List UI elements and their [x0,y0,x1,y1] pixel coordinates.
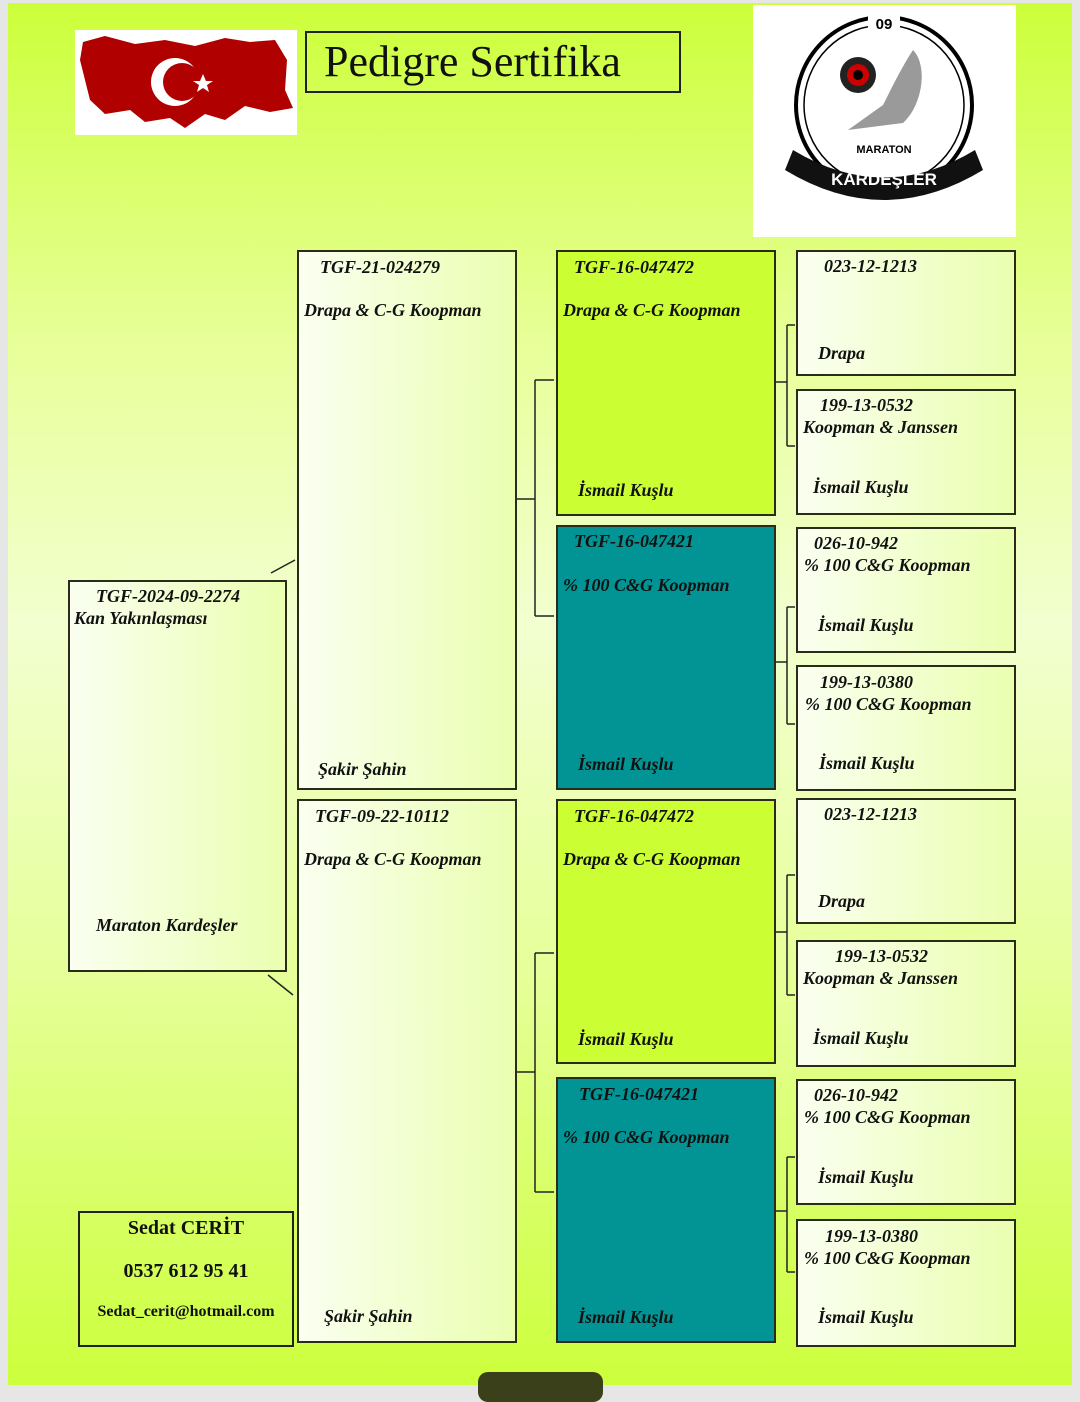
pigeon-name: % 100 C&G Koopman [804,1107,971,1127]
pigeon-name: Drapa [818,343,866,363]
owner: İsmail Kuşlu [578,1029,674,1049]
ring-number: TGF-21-024279 [320,257,440,277]
dam-box: TGF-09-22-10112 Drapa & C-G Koopman Şaki… [297,799,517,1343]
turkey-flag-map-image [75,30,297,135]
pigeon-name: % 100 C&G Koopman [563,1127,730,1147]
breeder-name: Sedat CERİT [127,1217,245,1239]
pigeon-name: Drapa & C-G Koopman [563,849,741,869]
owner: İsmail Kuşlu [578,1307,674,1327]
ring-number: 026-10-942 [814,533,898,553]
ring-number: TGF-16-047472 [574,257,694,277]
owner: İsmail Kuşlu [818,615,914,635]
owner: İsmail Kuşlu [818,1167,914,1187]
ring-number: 023-12-1213 [824,256,917,276]
page-title: Pedigre Sertifika [305,31,681,93]
home-indicator-bar[interactable] [478,1372,603,1402]
pigeon-name: Koopman & Janssen [803,968,959,988]
pigeon-name: % 100 C&G Koopman [563,575,730,595]
great-grandparent-box: 023-12-1213 Drapa [796,798,1016,924]
ring-number: TGF-09-22-10112 [315,806,449,826]
owner: İsmail Kuşlu [818,1307,914,1327]
subject-pigeon-box: TGF-2024-09-2274 Kan Yakınlaşması Marato… [68,580,287,972]
owner: Şakir Şahin [318,759,407,779]
ring-number: TGF-2024-09-2274 [96,586,240,606]
ring-number: TGF-16-047421 [574,531,694,551]
grandparent-box: TGF-16-047421 % 100 C&G Koopman İsmail K… [556,1077,776,1343]
grandparent-box: TGF-16-047472 Drapa & C-G Koopman İsmail… [556,799,776,1064]
ring-number: 026-10-942 [814,1085,898,1105]
great-grandparent-box: 026-10-942 % 100 C&G Koopman İsmail Kuşl… [796,527,1016,653]
breeder-phone: 0537 612 95 41 [123,1260,249,1282]
pigeon-name: Kan Yakınlaşması [74,608,208,628]
pigeon-name: % 100 C&G Koopman [804,555,971,575]
great-grandparent-box: 199-13-0380 % 100 C&G Koopman İsmail Kuş… [796,1219,1016,1347]
pigeon-name: % 100 C&G Koopman [805,694,972,714]
owner: İsmail Kuşlu [813,477,909,497]
pigeon-name: Drapa & C-G Koopman [304,849,482,869]
great-grandparent-box: 199-13-0380 % 100 C&G Koopman İsmail Kuş… [796,665,1016,791]
owner: İsmail Kuşlu [578,754,674,774]
ring-number: TGF-16-047472 [574,806,694,826]
pigeon-name: % 100 C&G Koopman [804,1248,971,1268]
ring-number: 199-13-0532 [835,946,928,966]
ring-number: 023-12-1213 [824,804,917,824]
pigeon-name: Drapa & C-G Koopman [563,300,741,320]
ring-number: 199-13-0532 [820,395,913,415]
owner: Şakir Şahin [324,1306,413,1326]
owner: İsmail Kuşlu [819,753,915,773]
svg-text:KARDEŞLER: KARDEŞLER [831,170,937,189]
owner: Maraton Kardeşler [96,915,238,935]
grandparent-box: TGF-16-047421 % 100 C&G Koopman İsmail K… [556,525,776,790]
ring-number: TGF-16-047421 [579,1084,699,1104]
owner: İsmail Kuşlu [813,1028,909,1048]
pigeon-name: Koopman & Janssen [803,417,959,437]
ring-number: 199-13-0380 [825,1226,918,1246]
svg-text:MARATON: MARATON [856,144,911,156]
great-grandparent-box: 199-13-0532 Koopman & Janssen İsmail Kuş… [796,940,1016,1067]
pigeon-name: Drapa [818,891,866,911]
sire-box: TGF-21-024279 Drapa & C-G Koopman Şakir … [297,250,517,790]
owner: İsmail Kuşlu [578,480,674,500]
pigeon-name: Drapa & C-G Koopman [304,300,482,320]
grandparent-box: TGF-16-047472 Drapa & C-G Koopman İsmail… [556,250,776,516]
great-grandparent-box: 023-12-1213 Drapa [796,250,1016,376]
breeder-contact-box: Sedat CERİT 0537 612 95 41 Sedat_cerit@h… [78,1211,294,1347]
great-grandparent-box: 199-13-0532 Koopman & Janssen İsmail Kuş… [796,389,1016,515]
svg-text:09: 09 [876,16,893,33]
ring-number: 199-13-0380 [820,672,913,692]
breeder-email: Sedat_cerit@hotmail.com [97,1303,275,1320]
great-grandparent-box: 026-10-942 % 100 C&G Koopman İsmail Kuşl… [796,1079,1016,1205]
